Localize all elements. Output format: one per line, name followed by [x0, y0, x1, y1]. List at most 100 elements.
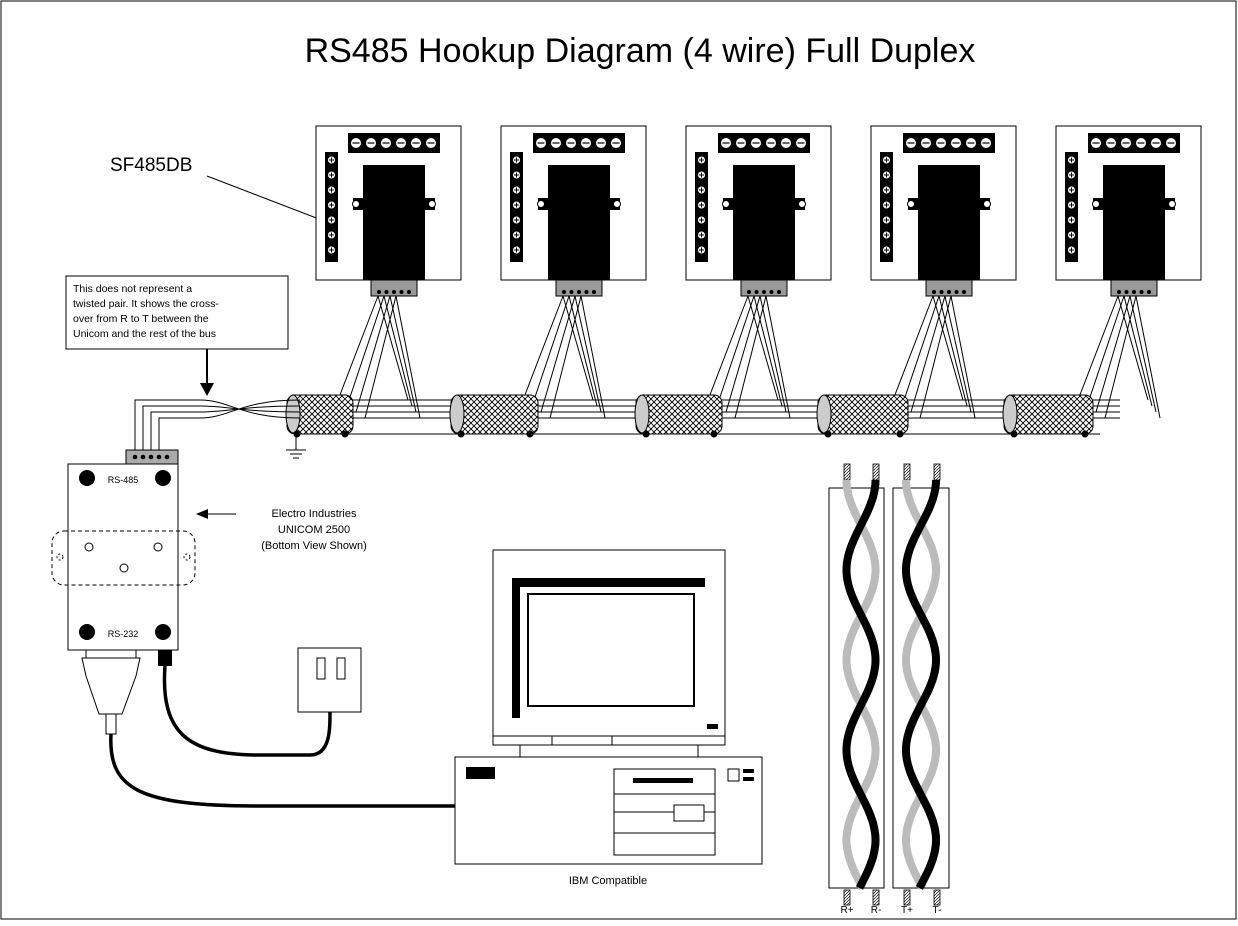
- shielded-cable: [449, 394, 539, 438]
- sf485db-device: [500, 125, 647, 297]
- mounting-hole: [352, 200, 360, 208]
- rs232-port-label: RS-232: [108, 629, 139, 639]
- shielded-cable: [1002, 394, 1094, 438]
- connector-pin: [592, 290, 596, 294]
- note-line: twisted pair. It shows the cross-: [73, 298, 219, 310]
- ground-symbol: [286, 432, 306, 459]
- device-drop-wire: [1077, 295, 1119, 401]
- device-drop-wire: [355, 295, 391, 413]
- unicom-body: [67, 463, 179, 651]
- unicom-label-line: Electro Industries: [272, 508, 357, 520]
- unicom-lead: [150, 411, 200, 450]
- device-drop-wire: [1135, 295, 1161, 419]
- converter-body: [918, 165, 980, 280]
- bottom-connector: [1110, 279, 1158, 297]
- connector-pin: [562, 290, 566, 294]
- computer: IBM Compatible: [454, 549, 763, 887]
- connector-pin: [769, 290, 774, 294]
- shielded-cable: [634, 394, 723, 438]
- device-drop-wire: [734, 295, 767, 419]
- wire-tip: [903, 889, 911, 906]
- connector-pin: [1147, 290, 1151, 294]
- device-label: SF485DB: [110, 155, 192, 176]
- note-box: [65, 275, 289, 350]
- connector-pin: [777, 290, 781, 294]
- mounting-hole: [613, 200, 621, 208]
- connector-pin: [399, 290, 404, 294]
- wire-label-r-plus: R+: [840, 905, 853, 916]
- rs485-bus: [134, 295, 1161, 450]
- wire-strand-black: [902, 479, 941, 890]
- mounting-hole: [722, 200, 730, 208]
- converter-body: [733, 165, 795, 280]
- connector-pin: [392, 290, 396, 294]
- mounting-hole: [983, 200, 991, 208]
- unicom-label-line: (Bottom View Shown): [261, 540, 367, 552]
- device-drop-wire: [562, 295, 594, 401]
- mounting-ears: [1093, 198, 1175, 210]
- device-drop-wire: [932, 295, 964, 401]
- wire-strand-gray: [901, 479, 940, 890]
- device-drop-wire: [1086, 295, 1125, 407]
- shielded-cable: [285, 394, 354, 438]
- wire-tip: [903, 463, 911, 481]
- device-drop-wire: [944, 295, 972, 413]
- device-drop-wire: [753, 295, 783, 407]
- connector-pin: [407, 290, 411, 294]
- mounting-hole: [428, 200, 436, 208]
- shield-tie: [341, 430, 349, 438]
- connector-pin: [747, 290, 751, 294]
- mounting-hole: [798, 200, 806, 208]
- note-line: This does not represent a: [73, 283, 192, 295]
- device-drop-wire: [383, 295, 413, 407]
- shield-tie: [1010, 430, 1018, 438]
- rs485-port-label: RS-485: [108, 475, 139, 485]
- twisted-pair-legend: [828, 463, 950, 906]
- crossover-note: This does not represent a twisted pair. …: [65, 275, 289, 396]
- device-drop-wire: [707, 295, 749, 401]
- unicom-arrowhead: [196, 509, 208, 519]
- foot-pad: [155, 624, 171, 640]
- mounting-hole: [1168, 200, 1176, 208]
- unicom-lead: [134, 399, 200, 450]
- mounting-ears: [723, 198, 805, 210]
- mounting-hole: [907, 200, 915, 208]
- connector-pin: [569, 290, 574, 294]
- wire-label-t-minus: T-: [933, 905, 942, 916]
- unicom-2500: RS-485 RS-232: [51, 449, 196, 651]
- shield-tie: [293, 430, 301, 438]
- connector-pin: [947, 290, 951, 294]
- device-drop-wire: [901, 295, 940, 407]
- cable-end: [285, 394, 301, 434]
- unicom-lead: [158, 417, 200, 450]
- crossover-wire: [199, 399, 301, 419]
- wire-tip: [843, 889, 851, 906]
- connector-pin: [584, 290, 589, 294]
- cable-braid: [817, 394, 909, 435]
- connector-pin: [762, 290, 766, 294]
- device-drop-wire: [759, 295, 787, 413]
- wire-tip: [933, 889, 941, 906]
- device-drop-wire: [540, 295, 576, 413]
- device-drop-wire: [716, 295, 755, 407]
- mounting-hole: [1092, 200, 1100, 208]
- shield-tie: [457, 430, 465, 438]
- power-cord: [158, 650, 332, 757]
- device-drop-wire: [346, 295, 385, 407]
- mounting-ears: [908, 198, 990, 210]
- note-arrowhead: [200, 383, 214, 396]
- device-drop-wire: [1095, 295, 1131, 413]
- connector-pin: [932, 290, 936, 294]
- connector-pin: [1124, 290, 1129, 294]
- connector-pin: [754, 290, 759, 294]
- device-drop-wire: [389, 295, 417, 413]
- bottom-connector: [370, 279, 418, 297]
- t-pair-sleeve: [892, 487, 950, 889]
- device-drop-wire: [568, 295, 598, 407]
- wire-label-r-minus: R-: [871, 905, 882, 916]
- device-drop-wire: [1129, 295, 1157, 413]
- converter-body: [548, 165, 610, 280]
- shield-tie: [710, 430, 718, 438]
- device-drop-wire: [910, 295, 946, 413]
- device-drop-wire: [747, 295, 779, 401]
